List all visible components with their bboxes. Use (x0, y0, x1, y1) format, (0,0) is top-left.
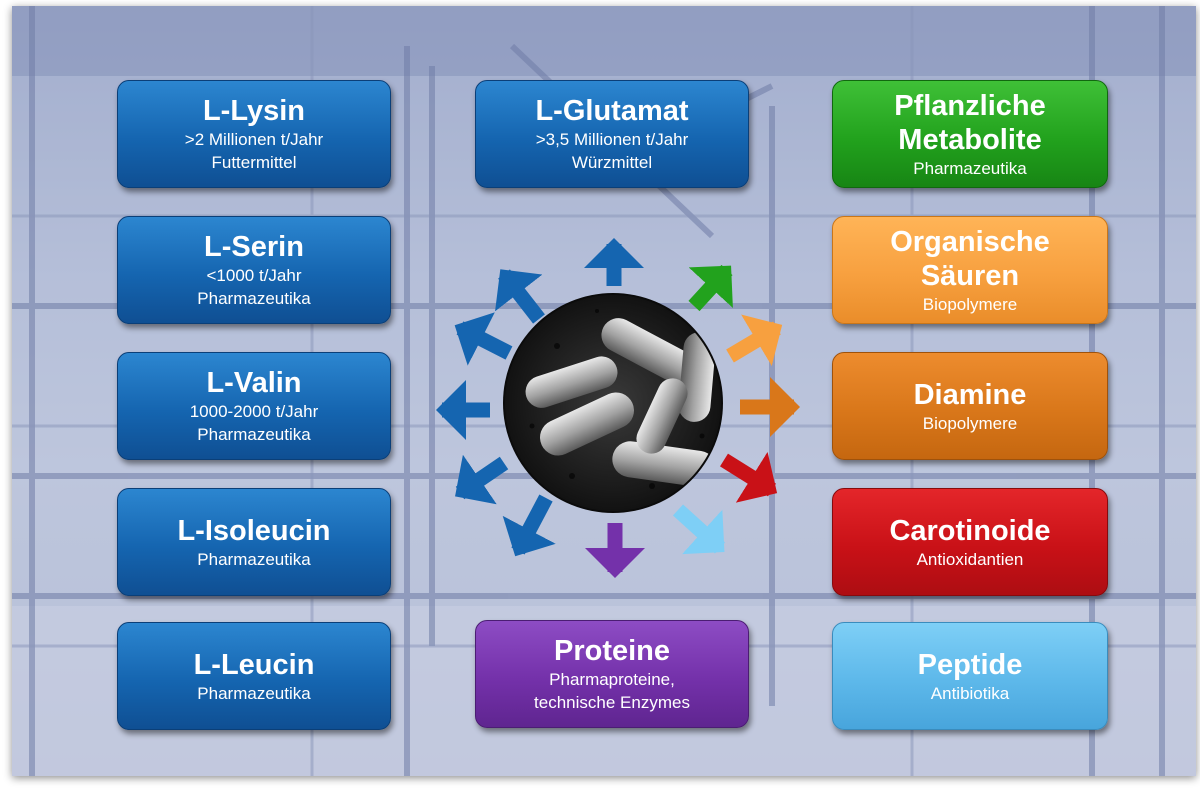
box-title: L-Leucin (193, 648, 315, 681)
box-title: Diamine (913, 378, 1027, 411)
box-detail: Würzmittel (571, 153, 653, 172)
arrow-to-organische (726, 314, 783, 367)
box-detail: Pharmazeutika (197, 549, 311, 569)
box-detail: Pharmazeutika (197, 425, 311, 444)
box-detail: Pharmaproteine, (549, 670, 675, 689)
box-l-isoleucin: L-Isoleucin Pharmazeutika (117, 488, 391, 596)
box-title: Metabolite (898, 123, 1042, 156)
box-peptide: Peptide Antibiotika (832, 622, 1108, 730)
box-title: Proteine (553, 635, 671, 667)
box-title: L-Isoleucin (177, 514, 331, 547)
box-detail: Antibiotika (930, 683, 1010, 703)
box-diamine: Diamine Biopolymere (832, 352, 1108, 460)
arrow-to-peptide (672, 504, 726, 555)
box-carotinoide: Carotinoide Antioxidantien (832, 488, 1108, 596)
arrow-to-carotinoide (720, 451, 778, 503)
box-detail: Antioxidantien (916, 549, 1024, 569)
arrow-to-serin (454, 312, 513, 366)
diagram-frame: L-Lysin >2 Millionen t/Jahr Futtermittel… (12, 6, 1196, 776)
box-title: Peptide (917, 648, 1023, 681)
box-organische-saeuren: Organische Säuren Biopolymere (832, 216, 1108, 324)
box-detail: Futtermittel (211, 153, 297, 172)
arrows-layer (436, 238, 800, 578)
box-detail: <1000 t/Jahr (206, 266, 302, 285)
arrow-to-leucin (502, 494, 556, 557)
box-title: Carotinoide (889, 514, 1051, 547)
box-detail: Pharmazeutika (197, 289, 311, 308)
box-l-leucin: L-Leucin Pharmazeutika (117, 622, 391, 730)
box-title: L-Lysin (202, 95, 306, 127)
box-proteine: Proteine Pharmaproteine, technische Enzy… (475, 620, 749, 728)
box-detail: >3,5 Millionen t/Jahr (535, 130, 689, 149)
arrow-to-lysin (495, 269, 545, 324)
box-detail: >2 Millionen t/Jahr (184, 130, 324, 149)
box-l-lysin: L-Lysin >2 Millionen t/Jahr Futtermittel (117, 80, 391, 188)
box-title: L-Valin (206, 367, 302, 399)
box-l-glutamat: L-Glutamat >3,5 Millionen t/Jahr Würzmit… (475, 80, 749, 188)
box-detail: Biopolymere (922, 413, 1018, 433)
box-pflanzliche-metabolite: Pflanzliche Metabolite Pharmazeutika (832, 80, 1108, 188)
box-detail: technische Enzymes (534, 693, 690, 712)
arrow-to-pflanzliche (688, 264, 733, 312)
box-title: L-Glutamat (535, 95, 689, 127)
box-l-serin: L-Serin <1000 t/Jahr Pharmazeutika (117, 216, 391, 324)
box-detail: Biopolymere (922, 294, 1018, 314)
box-title: Organische (890, 225, 1050, 258)
box-detail: 1000-2000 t/Jahr (189, 402, 319, 421)
box-title: Säuren (920, 259, 1020, 292)
box-detail: Pharmazeutika (197, 683, 311, 703)
arrow-to-isoleucin (455, 454, 509, 505)
box-detail: Pharmazeutika (913, 158, 1027, 178)
box-title: Pflanzliche (894, 89, 1046, 122)
bacteria-micrograph (503, 293, 723, 513)
box-l-valin: L-Valin 1000-2000 t/Jahr Pharmazeutika (117, 352, 391, 460)
box-title: L-Serin (204, 231, 304, 263)
